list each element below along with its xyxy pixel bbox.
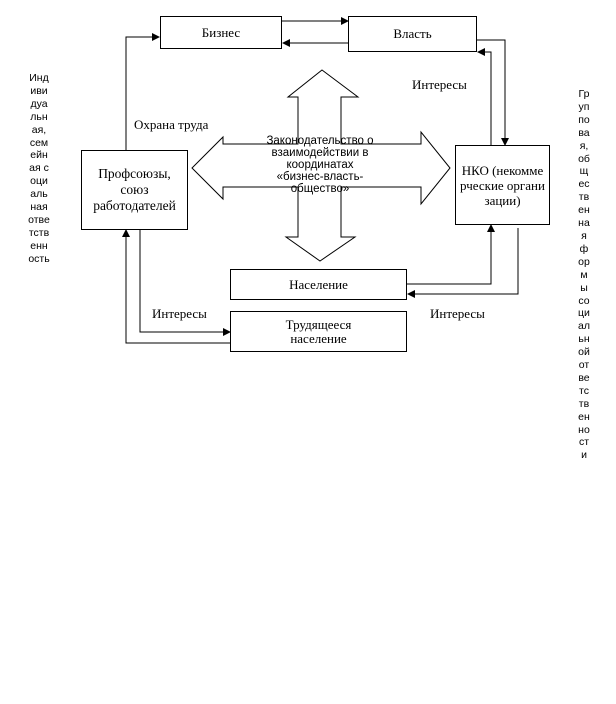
arrow-nko-to-power (477, 48, 492, 145)
unions-label: Профсоюзы, союз работодателей (93, 166, 176, 213)
arrow-unions-to-business (125, 33, 160, 150)
workers-label: Трудящееся население (285, 316, 352, 346)
arrow-population-to-nko (407, 224, 495, 285)
nko-box: НКО (некоммерческие организации) (455, 145, 550, 225)
arrow-nko-to-population (407, 228, 519, 298)
interests-bottom-right-label: Интересы (430, 306, 485, 321)
group-responsibility-text: Групповая, общественная формы социальной… (578, 88, 590, 462)
power-box: Власть (348, 16, 477, 52)
interests-bottom-left-label: Интересы (152, 306, 207, 321)
arrow-unions-to-workers (139, 229, 231, 336)
business-label: Бизнес (201, 24, 241, 40)
nko-label: НКО (некоммерческие организации) (460, 162, 545, 208)
interests-top-right-label: Интересы (412, 77, 467, 92)
power-label: Власть (393, 26, 432, 41)
individual-responsibility-text: Индивидуальная, семейная социальная отве… (28, 72, 50, 265)
arrow-workers-to-unions (122, 229, 230, 344)
legislation-text: Законодательство о взаимодействии в коор… (266, 135, 374, 195)
population-label: Население (289, 276, 348, 292)
business-box: Бизнес (160, 16, 282, 49)
labor-protection-label: Охрана труда (134, 117, 209, 132)
unions-box: Профсоюзы, союз работодателей (81, 150, 188, 230)
population-box: Население (230, 269, 407, 300)
workers-box: Трудящееся население (230, 311, 407, 352)
arrow-power-to-nko (476, 39, 509, 146)
four-way-arrow (191, 69, 451, 262)
